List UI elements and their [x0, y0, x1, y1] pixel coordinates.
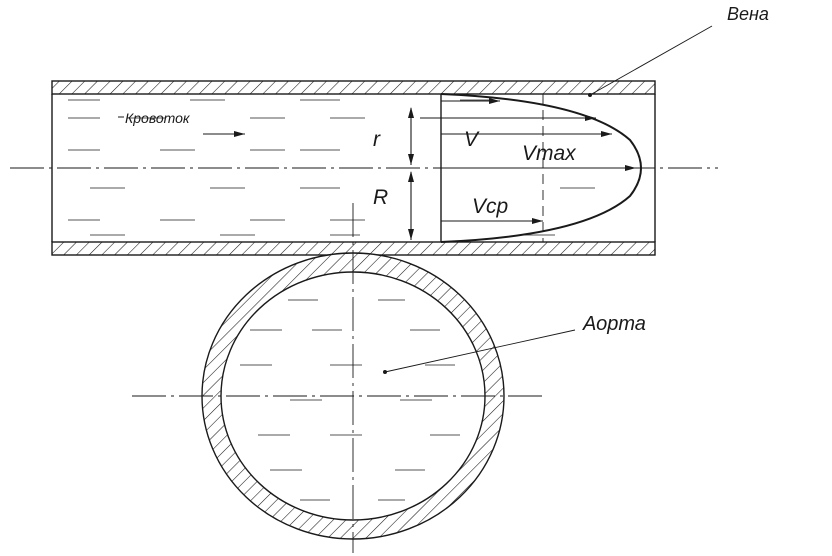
aorta-leader-dot	[383, 370, 387, 374]
velocity-profile-curve	[440, 93, 642, 243]
label-r: r	[373, 128, 381, 151]
aorta-leader-line	[384, 329, 576, 373]
vein-tube	[51, 80, 656, 256]
label-V: V	[464, 128, 480, 151]
vein-leader-dot	[588, 93, 592, 97]
vein-top-wall	[51, 80, 656, 95]
blood-flow-label: Кровоток	[125, 110, 191, 126]
label-R: R	[373, 186, 388, 209]
aorta-label: Аорта	[582, 313, 646, 335]
vein-label: Вена	[727, 4, 769, 24]
label-Vcp: Vср	[472, 195, 508, 218]
vein-liquid-hatching	[68, 99, 595, 236]
vein-leader-line	[589, 25, 713, 96]
aorta-liquid-hatching	[240, 299, 460, 501]
label-Vmax: Vmax	[522, 142, 577, 165]
